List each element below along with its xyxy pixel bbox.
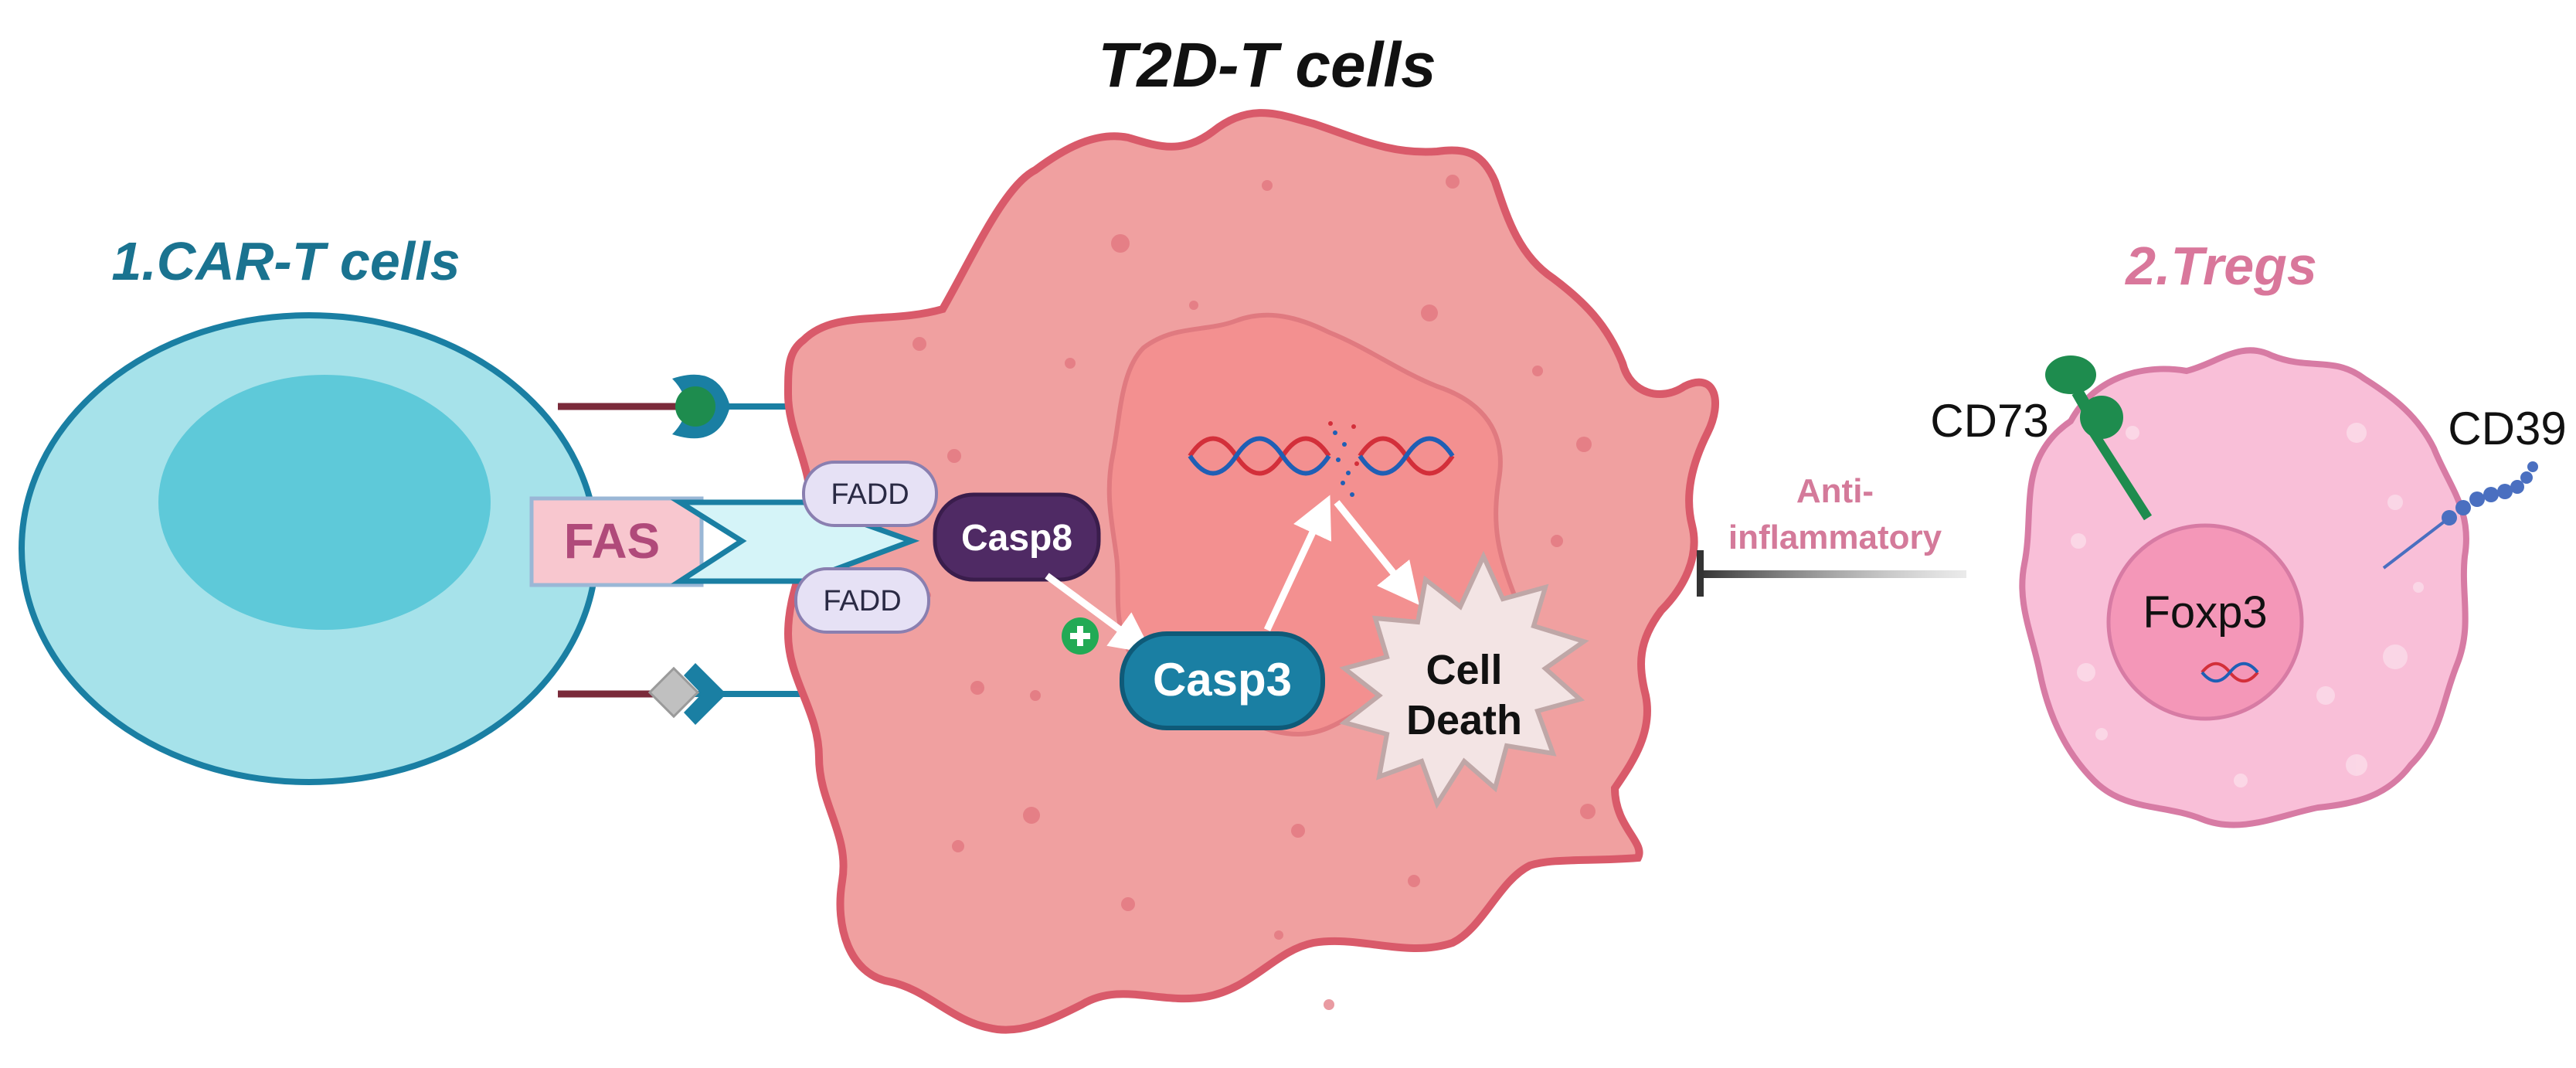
receptor-bottom: [558, 663, 827, 725]
cd39-label: CD39: [2448, 403, 2566, 454]
car-t-title: 1.CAR-T cells: [111, 231, 460, 291]
fadd-top: FADD: [802, 461, 938, 527]
fadd-bottom: FADD: [794, 567, 930, 634]
casp3-label: Casp3: [1153, 654, 1292, 706]
treg-cell: Foxp3: [2019, 347, 2469, 828]
car-t-cell: [19, 312, 600, 785]
cell-death-node: Cell Death: [1339, 550, 1589, 809]
car-t-nucleus: [158, 375, 491, 630]
cell-death-line2: Death: [1406, 697, 1522, 743]
tregs-title: 2.Tregs: [2124, 236, 2317, 296]
fadd-top-label: FADD: [831, 478, 909, 511]
plus-icon: [1062, 617, 1099, 655]
cd39-marker: [2382, 461, 2538, 570]
cd73-marker: [2045, 355, 2153, 521]
casp8-label: Casp8: [961, 518, 1072, 559]
casp8-node: Casp8: [933, 492, 1101, 582]
arrow-casp8-to-casp3: [1045, 573, 1153, 655]
starburst-icon: [1339, 550, 1589, 809]
fas-box: [529, 496, 704, 587]
fas-complex: FAS: [529, 496, 920, 587]
anti-inflammatory-line1: Anti-: [1796, 472, 1874, 510]
arrow-casp3-to-dna: [1263, 495, 1332, 631]
fadd-bottom-label: FADD: [823, 585, 901, 617]
t2d-title: T2D-T cells: [1098, 30, 1436, 100]
foxp3-label: Foxp3: [2143, 587, 2267, 638]
dna-break-icon: [1188, 421, 1455, 497]
inhibition-bar-icon: [1697, 550, 1966, 597]
cd73-label: CD73: [1930, 395, 2048, 447]
treg-nucleus: [2106, 523, 2304, 721]
cell-death-line1: Cell: [1426, 647, 1502, 693]
fas-label: FAS: [564, 513, 660, 569]
anti-inflammatory-line2: inflammatory: [1728, 519, 1942, 556]
t2d-t-cell: [783, 109, 1719, 1034]
treg-dna-icon: [2200, 662, 2259, 683]
receptor-top: [558, 374, 819, 439]
casp3-node: Casp3: [1120, 631, 1325, 730]
arrow-dna-to-cell-death: [1334, 500, 1419, 606]
